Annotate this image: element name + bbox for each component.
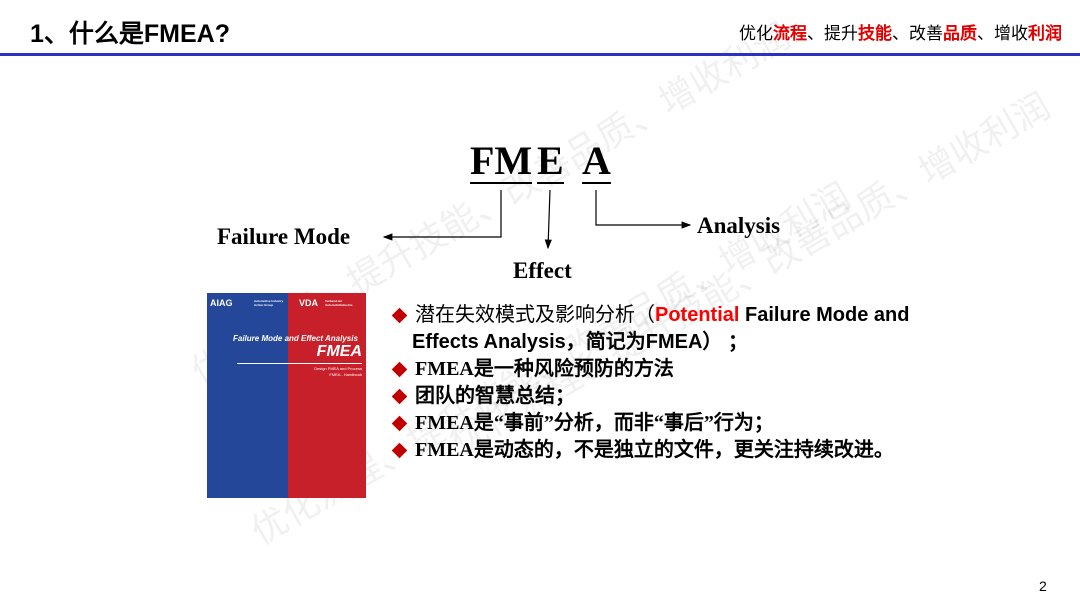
letter-e: E (537, 138, 564, 184)
arrow-failure-mode (382, 190, 502, 241)
bullet-text: FMEA是一种风险预防的方法 (415, 358, 674, 380)
bullet-3: 团队的智慧总结； (390, 383, 575, 410)
vda-sub: Verband der Automobilindustrie (325, 299, 353, 307)
page-title: 1、什么是FMEA? (30, 20, 231, 48)
slogan-part: 品质 (943, 24, 977, 43)
book-sub1: Design FMEA and Process (314, 366, 362, 371)
slogan-part: 优化 (739, 24, 773, 43)
bullet-text: 团队的智慧总结； (415, 385, 575, 407)
bullet-highlight: Potential (655, 304, 740, 326)
aiag-sub: Automotive Industry Action Group (254, 299, 284, 307)
arrow-analysis (595, 190, 692, 229)
slogan-part: 技能 (858, 24, 892, 43)
bullet-text: Failure Mode and (739, 304, 910, 326)
bullet-5: FMEA是动态的，不是独立的文件，更关注持续改进。 (390, 437, 894, 464)
book-title: Failure Mode and Effect Analysis (233, 334, 358, 343)
slogan-part: 、增收 (977, 24, 1028, 43)
bullet-text: FMEA是“事前”分析，而非“事后”行为； (415, 412, 774, 434)
aiag-logo: AIAG (210, 298, 233, 308)
diamond-bullet-icon (391, 442, 408, 459)
slogan-part: 、改善 (892, 24, 943, 43)
letters-fm: FM (470, 138, 533, 184)
slogan-part: 、提升 (807, 24, 858, 43)
bullet-1-line-2: Effects Analysis，简记为FMEA） ； (412, 331, 748, 353)
bullet-text: FMEA是动态的，不是独立的文件，更关注持续改进。 (415, 439, 894, 461)
bullet-2: FMEA是一种风险预防的方法 (390, 356, 674, 383)
slogan-part: 流程 (773, 24, 807, 43)
header-divider (0, 53, 1080, 56)
diamond-bullet-icon (391, 307, 408, 324)
label-analysis: Analysis (697, 213, 781, 238)
slogan-part: 利润 (1028, 24, 1062, 43)
book-fmea: FMEA (316, 343, 362, 360)
diamond-bullet-icon (391, 361, 408, 378)
diamond-bullet-icon (391, 415, 408, 432)
fmea-handbook-cover: AIAG Automotive Industry Action Group VD… (207, 293, 366, 498)
letter-a: A (582, 138, 611, 184)
vda-logo: VDA (299, 298, 319, 308)
arrow-effect (544, 189, 552, 250)
bullet-1: 潜在失效模式及影响分析（Potential Failure Mode and (390, 302, 909, 329)
label-effect: Effect (513, 258, 572, 283)
page-number: 2 (1039, 578, 1047, 594)
label-failure-mode: Failure Mode (217, 224, 351, 249)
bullet-text: 潜在失效模式及影响分析（ (415, 304, 655, 326)
diamond-bullet-icon (391, 388, 408, 405)
bullet-4: FMEA是“事前”分析，而非“事后”行为； (390, 410, 774, 437)
book-sub2: FMEA - Handbook (329, 372, 362, 377)
slogan: 优化流程、提升技能、改善品质、增收利润 (739, 19, 1062, 44)
